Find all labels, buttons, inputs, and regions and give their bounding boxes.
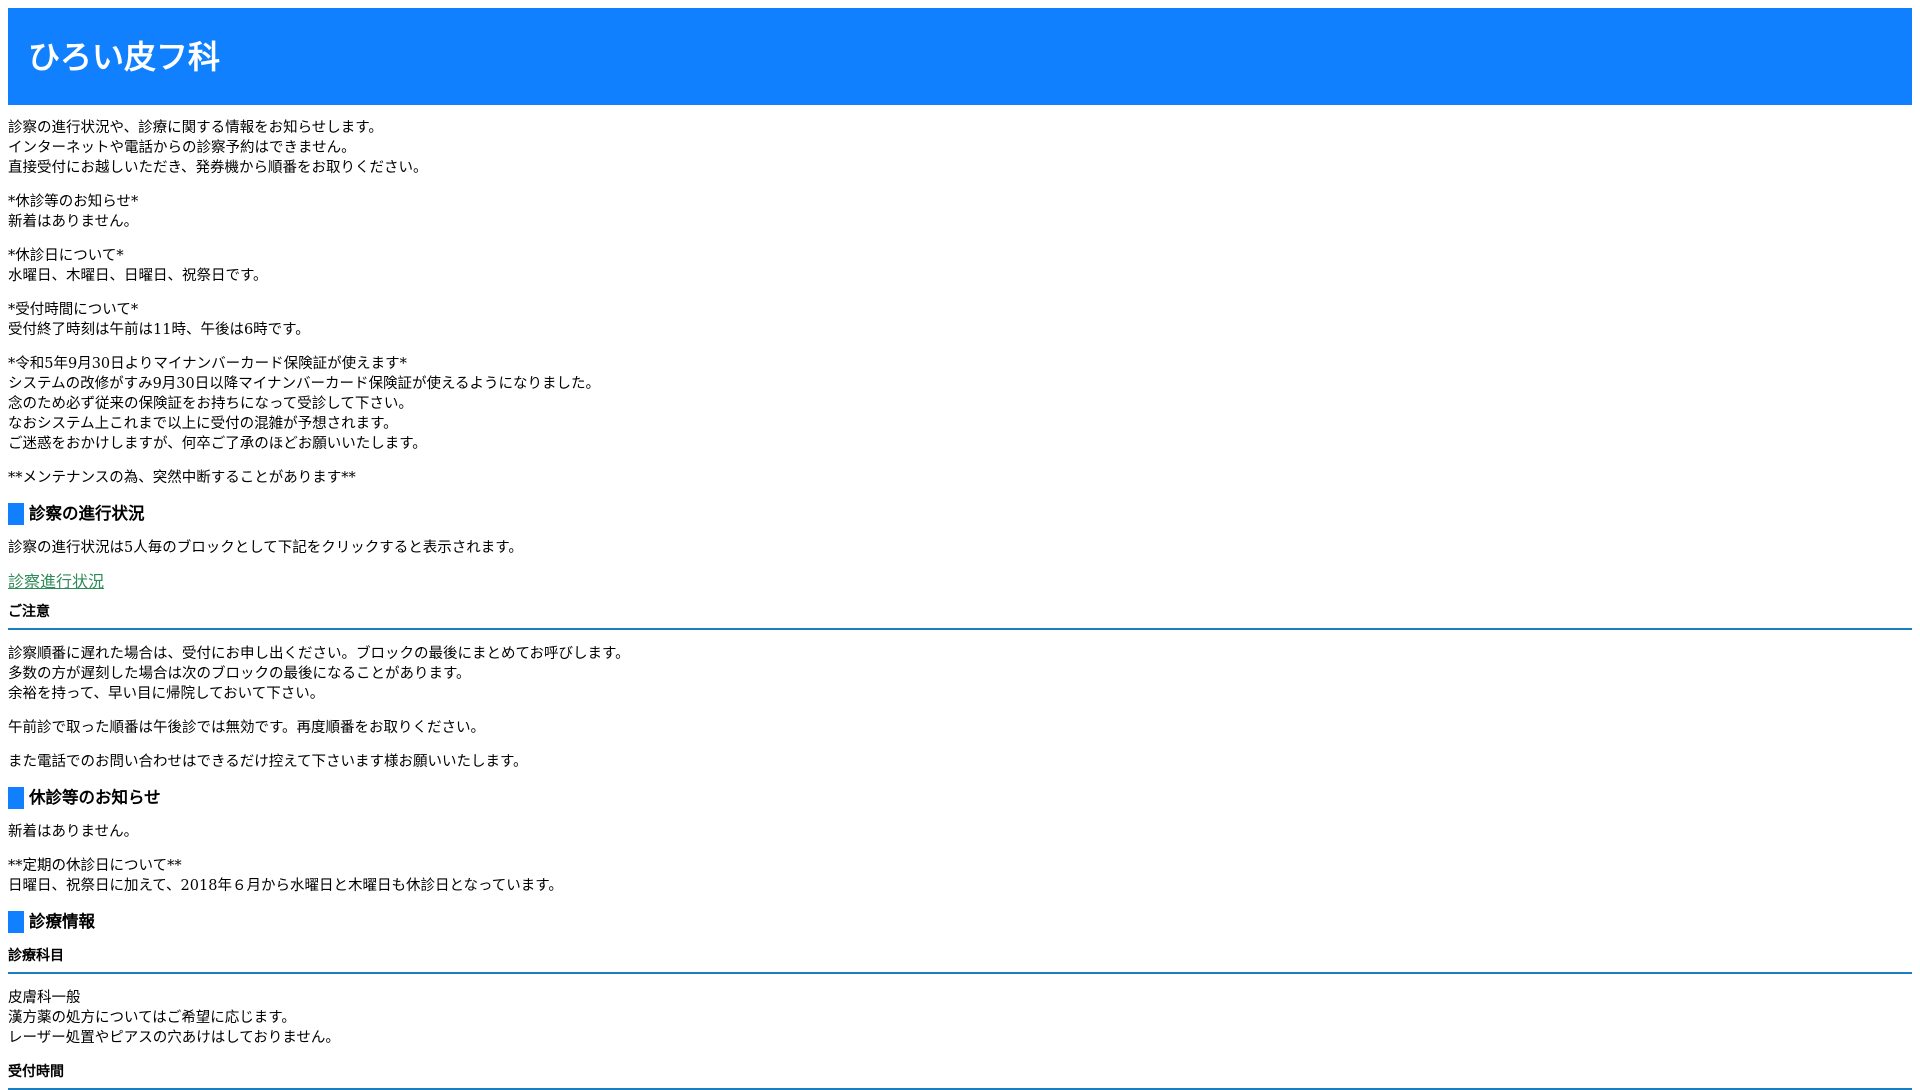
notice-closure: *休診等のお知らせ* 新着はありません。	[8, 192, 1912, 232]
caution-heading: ご注意	[8, 602, 1912, 630]
notice-line: システムの改修がすみ9月30日以降マイナンバーカード保険証が使えるようになりまし…	[8, 376, 601, 392]
notice-line: 受付終了時刻は午前は11時、午後は6時です。	[8, 322, 310, 338]
progress-link[interactable]: 診察進行状況	[8, 572, 105, 591]
section-heading-text: 休診等のお知らせ	[29, 788, 161, 807]
section-heading-info: 診療情報	[8, 910, 1912, 934]
site-header: ひろい皮フ科	[8, 8, 1912, 105]
closures-news: 新着はありません。	[8, 822, 1912, 842]
section-heading-text: 診察の進行状況	[29, 504, 145, 523]
subjects-line: レーザー処置やピアスの穴あけはしておりません。	[8, 1030, 340, 1046]
section-heading-progress: 診察の進行状況	[8, 502, 1912, 526]
notice-title: *令和5年9月30日よりマイナンバーカード保険証が使えます*	[8, 356, 407, 372]
notice-line: なおシステム上これまで以上に受付の混雑が予想されます。	[8, 416, 398, 432]
caution-line: 午前診で取った順番は午後診では無効です。再度順番をお取りください。	[8, 720, 486, 736]
notice-maintenance: **メンテナンスの為、突然中断することがあります**	[8, 468, 1912, 488]
heading-marker	[8, 503, 24, 525]
hours-heading: 受付時間	[8, 1062, 1912, 1090]
subjects-heading: 診療科目	[8, 946, 1912, 974]
subjects-text: 皮膚科一般 漢方薬の処方についてはご希望に応じます。 レーザー処置やピアスの穴あ…	[8, 988, 1912, 1048]
subjects-line: 皮膚科一般	[8, 990, 81, 1006]
notice-holidays: *休診日について* 水曜日、木曜日、日曜日、祝祭日です。	[8, 246, 1912, 286]
intro-text: 診察の進行状況や、診療に関する情報をお知らせします。 インターネットや電話からの…	[8, 118, 1912, 178]
subjects-line: 漢方薬の処方についてはご希望に応じます。	[8, 1010, 296, 1026]
notice-mynumber: *令和5年9月30日よりマイナンバーカード保険証が使えます* システムの改修がす…	[8, 354, 1912, 454]
closures-regular-text: 日曜日、祝祭日に加えて、2018年６月から水曜日と木曜日も休診日となっています。	[8, 878, 563, 894]
notice-line: 新着はありません。	[8, 214, 139, 230]
notice-title: *休診等のお知らせ*	[8, 194, 139, 210]
section-heading-text: 診療情報	[29, 912, 95, 931]
caution-paragraph: 午前診で取った順番は午後診では無効です。再度順番をお取りください。	[8, 718, 1912, 738]
closures-news-text: 新着はありません。	[8, 824, 139, 840]
notice-title: *休診日について*	[8, 248, 124, 264]
caution-line: 多数の方が遅刻した場合は次のブロックの最後になることがあります。	[8, 666, 471, 682]
closures-regular-title: **定期の休診日について**	[8, 858, 182, 874]
site-title: ひろい皮フ科	[28, 38, 221, 76]
notice-line: 水曜日、木曜日、日曜日、祝祭日です。	[8, 268, 268, 284]
caution-paragraph: 診察順番に遅れた場合は、受付にお申し出ください。ブロックの最後にまとめてお呼びし…	[8, 644, 1912, 704]
caution-line: 余裕を持って、早い目に帰院しておいて下さい。	[8, 686, 325, 702]
caution-line: また電話でのお問い合わせはできるだけ控えて下さいます様お願いいたします。	[8, 754, 528, 770]
notice-title: **メンテナンスの為、突然中断することがあります**	[8, 470, 356, 486]
heading-marker	[8, 911, 24, 933]
intro-line: 診察の進行状況や、診療に関する情報をお知らせします。	[8, 120, 383, 136]
intro-line: 直接受付にお越しいただき、発券機から順番をお取りください。	[8, 160, 428, 176]
closures-regular: **定期の休診日について** 日曜日、祝祭日に加えて、2018年６月から水曜日と…	[8, 856, 1912, 896]
notice-line: ご迷惑をおかけしますが、何卒ご了承のほどお願いいたします。	[8, 436, 427, 452]
progress-description-text: 診察の進行状況は5人毎のブロックとして下記をクリックすると表示されます。	[8, 540, 523, 556]
heading-marker	[8, 787, 24, 809]
progress-description: 診察の進行状況は5人毎のブロックとして下記をクリックすると表示されます。	[8, 538, 1912, 558]
notice-line: 念のため必ず従来の保険証をお持ちになって受診して下さい。	[8, 396, 413, 412]
caution-paragraph: また電話でのお問い合わせはできるだけ控えて下さいます様お願いいたします。	[8, 752, 1912, 772]
notice-hours: *受付時間について* 受付終了時刻は午前は11時、午後は6時です。	[8, 300, 1912, 340]
section-heading-closures: 休診等のお知らせ	[8, 786, 1912, 810]
intro-line: インターネットや電話からの診察予約はできません。	[8, 140, 356, 156]
caution-line: 診察順番に遅れた場合は、受付にお申し出ください。ブロックの最後にまとめてお呼びし…	[8, 646, 630, 662]
notice-title: *受付時間について*	[8, 302, 139, 318]
